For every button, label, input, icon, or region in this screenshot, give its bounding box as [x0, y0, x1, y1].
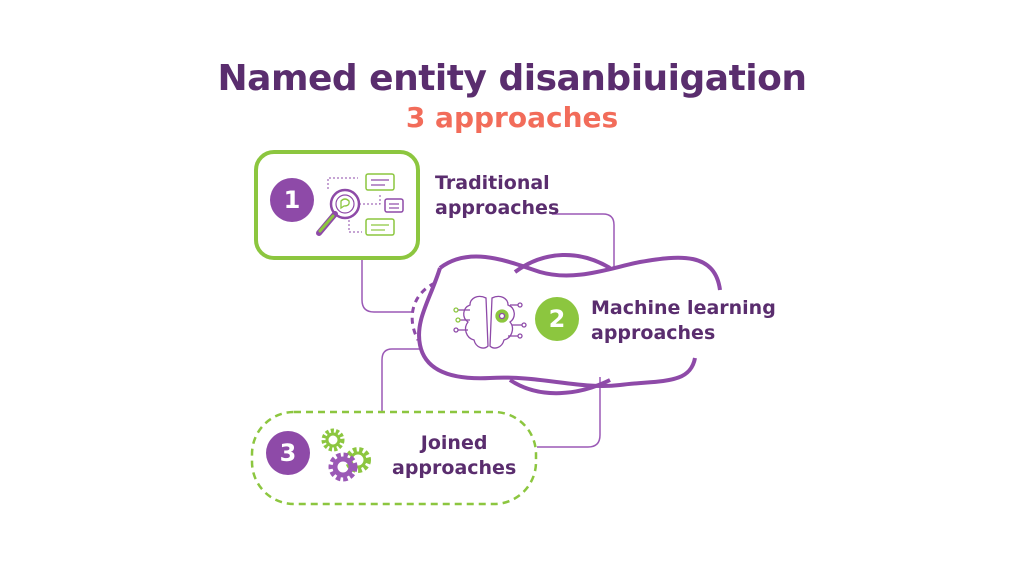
approach-1-label-line1: Traditional: [435, 172, 550, 194]
approach-3-label-line2: approaches: [392, 457, 517, 479]
approach-2-badge: 2: [535, 297, 579, 341]
approach-2-box: [417, 252, 722, 396]
connector-2-to-3: [537, 377, 601, 448]
brain-circuit-icon: [453, 295, 527, 349]
page-title: Named entity disanbiuigation: [217, 58, 807, 99]
approach-3-label: Joined approaches: [392, 431, 516, 481]
page-subtitle: 3 approaches: [405, 101, 619, 134]
approach-1-badge: 1: [270, 178, 314, 222]
connector-1-to-2: [552, 213, 615, 268]
approach-1-label-line2: approaches: [435, 197, 560, 219]
approach-2-label-line2: approaches: [591, 322, 716, 344]
approach-2-dashed-arc: [410, 281, 436, 341]
approach-2-label: Machine learning approaches: [591, 296, 776, 346]
approach-2-label-line1: Machine learning: [591, 297, 776, 319]
connector-lines: [361, 213, 615, 448]
approach-1-label: Traditional approaches: [435, 171, 559, 221]
approach-3-badge: 3: [266, 431, 310, 475]
magnifier-chat-icon: [316, 173, 404, 236]
connector-1-to-ml: [361, 258, 413, 313]
connector-ml-to-3: [381, 348, 420, 412]
approach-3-label-line1: Joined: [420, 432, 488, 454]
gears-icon: [321, 428, 371, 482]
